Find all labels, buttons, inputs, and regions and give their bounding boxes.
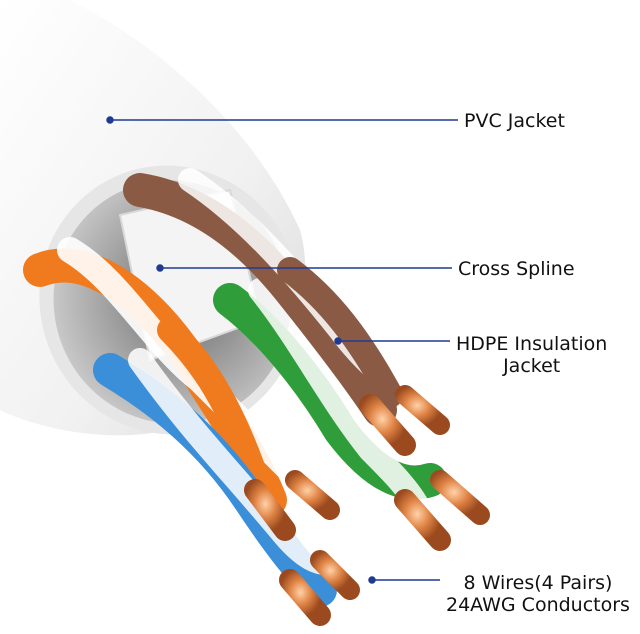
label-cross-spline-text: Cross Spline (458, 258, 575, 280)
label-hdpe-insulation: HDPE Insulation Jacket (456, 333, 607, 377)
leader-lines (106, 116, 458, 584)
brown-pair (123, 168, 432, 427)
label-hdpe-line1: HDPE Insulation (456, 333, 608, 355)
green-pair (213, 278, 447, 522)
orange-pair (23, 237, 313, 517)
label-pvc-jacket-text: PVC Jacket (464, 110, 565, 132)
label-hdpe-line2: Jacket (503, 355, 561, 377)
label-pvc-jacket: PVC Jacket (464, 110, 565, 132)
label-wires-line1: 8 Wires(4 Pairs) (463, 572, 613, 594)
copper-conductors (244, 385, 490, 626)
label-wires-line2: 24AWG Conductors (446, 594, 630, 616)
label-wires: 8 Wires(4 Pairs) 24AWG Conductors (446, 572, 630, 616)
label-cross-spline: Cross Spline (458, 258, 575, 280)
